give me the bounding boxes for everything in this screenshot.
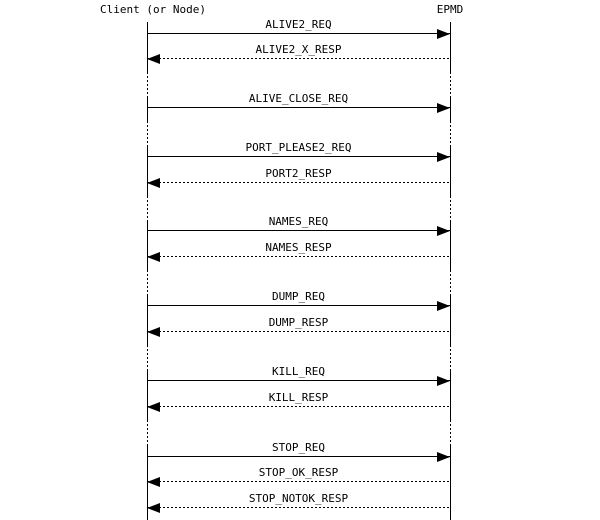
lifeline-epmd-segment	[450, 72, 451, 97]
arrowhead-right-icon	[437, 226, 450, 236]
lifeline-epmd-segment	[450, 295, 451, 345]
message-label: PORT_PLEASE2_REQ	[245, 141, 352, 154]
lifeline-client-segment	[147, 295, 148, 345]
lifeline-client-segment	[147, 146, 148, 196]
lifeline-epmd-segment	[450, 22, 451, 72]
lifeline-client-segment	[147, 196, 148, 220]
lifeline-client-segment	[147, 220, 148, 270]
message-label: PORT2_RESP	[265, 167, 332, 180]
arrowhead-left-icon	[147, 402, 160, 412]
message-line	[147, 406, 450, 407]
message-label: DUMP_RESP	[268, 316, 329, 329]
lifeline-client-segment	[147, 72, 148, 97]
lifeline-epmd-segment	[450, 121, 451, 146]
arrowhead-right-icon	[437, 376, 450, 386]
lifeline-epmd-segment	[450, 370, 451, 420]
message-line	[147, 305, 450, 306]
lifeline-epmd-segment	[450, 97, 451, 121]
message-line	[147, 481, 450, 482]
lifeline-client-segment	[147, 97, 148, 121]
lifeline-client-segment	[147, 345, 148, 370]
message-label: STOP_REQ	[272, 441, 325, 454]
actor-label-client: Client (or Node)	[100, 3, 206, 16]
lifeline-client-segment	[147, 270, 148, 295]
arrowhead-right-icon	[437, 452, 450, 462]
lifeline-client-segment	[147, 22, 148, 72]
lifeline-epmd-segment	[450, 420, 451, 446]
message-label: NAMES_RESP	[265, 241, 332, 254]
lifeline-epmd-segment	[450, 446, 451, 520]
arrowhead-left-icon	[147, 178, 160, 188]
arrowhead-left-icon	[147, 477, 160, 487]
arrowhead-left-icon	[147, 252, 160, 262]
lifeline-client-segment	[147, 121, 148, 146]
message-line	[147, 230, 450, 231]
arrowhead-left-icon	[147, 503, 160, 513]
message-label: KILL_RESP	[268, 391, 329, 404]
arrowhead-left-icon	[147, 54, 160, 64]
actor-label-epmd: EPMD	[436, 3, 464, 16]
lifeline-client-segment	[147, 420, 148, 446]
message-line	[147, 58, 450, 59]
message-line	[147, 156, 450, 157]
message-line	[147, 256, 450, 257]
lifeline-client-segment	[147, 370, 148, 420]
message-label: ALIVE_CLOSE_REQ	[248, 92, 349, 105]
lifeline-epmd-segment	[450, 196, 451, 220]
arrowhead-right-icon	[437, 29, 450, 39]
message-line	[147, 182, 450, 183]
lifeline-epmd-segment	[450, 270, 451, 295]
message-label: STOP_NOTOK_RESP	[248, 492, 349, 505]
arrowhead-left-icon	[147, 327, 160, 337]
message-line	[147, 380, 450, 381]
arrowhead-right-icon	[437, 152, 450, 162]
lifeline-epmd-segment	[450, 345, 451, 370]
message-label: ALIVE2_REQ	[265, 18, 332, 31]
arrowhead-right-icon	[437, 301, 450, 311]
arrowhead-right-icon	[437, 103, 450, 113]
message-line	[147, 33, 450, 34]
message-line	[147, 507, 450, 508]
lifeline-epmd-segment	[450, 220, 451, 270]
message-line	[147, 456, 450, 457]
message-label: KILL_REQ	[272, 365, 325, 378]
message-label: ALIVE2_X_RESP	[255, 43, 342, 56]
message-line	[147, 107, 450, 108]
lifeline-epmd-segment	[450, 146, 451, 196]
message-label: DUMP_REQ	[272, 290, 325, 303]
message-label: NAMES_REQ	[268, 215, 329, 228]
message-line	[147, 331, 450, 332]
message-label: STOP_OK_RESP	[258, 466, 339, 479]
